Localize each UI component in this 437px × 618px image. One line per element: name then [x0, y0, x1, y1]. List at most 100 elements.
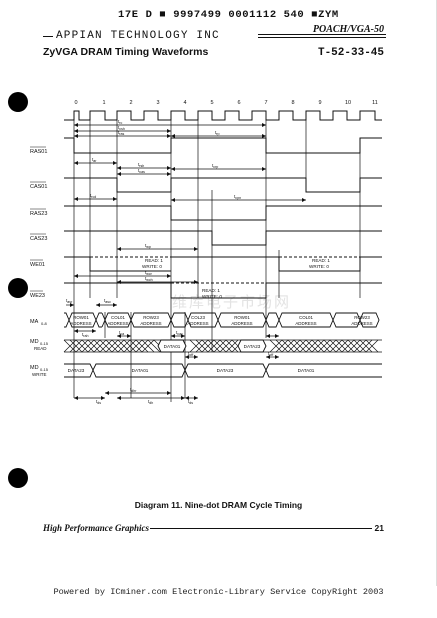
signal-md-write-sub: 0-15 [40, 367, 49, 372]
ma-row01: ROW01 [73, 315, 89, 320]
md-read-bus [64, 339, 382, 353]
signal-we01: WE01 [30, 262, 45, 268]
clock-tick-1: 1 [102, 100, 105, 106]
footer-rule [150, 528, 372, 529]
signal-ma-sub: 0-8 [41, 321, 48, 326]
label-trc: trc [118, 119, 122, 125]
we23-note-read: READ: 1 [202, 288, 220, 293]
label-tdh: tdh [148, 399, 153, 405]
company-name: APPIAN TECHNOLOGY INC [56, 30, 220, 42]
series-label: POACH/VGA-50 [312, 24, 384, 35]
page-number: 21 [374, 523, 384, 533]
ma-values: ROW01 ADDRESS COL01 ADDRESS ROW23 ADDRES… [70, 315, 372, 326]
signal-ras23: RAS23 [30, 211, 47, 217]
label-trp: trp [215, 130, 219, 136]
cas23-waveform [64, 230, 382, 246]
label-tar: tar [92, 157, 97, 163]
ma-address-5: ADDRESS [231, 321, 252, 326]
label-tasr: tasr [66, 298, 73, 304]
reference-lines [73, 120, 361, 402]
section-title: ZyVGA DRAM Timing Waveforms [43, 46, 209, 58]
label-tds: tds [96, 399, 101, 405]
we01-note-write-2: WRITE: 0 [309, 264, 329, 269]
binder-hole-middle [8, 278, 28, 298]
clock-tick-6: 6 [237, 100, 240, 106]
we23-waveform [64, 282, 382, 299]
signal-md-read-tag: READ [34, 346, 47, 351]
ma-address-3: ADDRESS [140, 321, 161, 326]
arrow-heads [70, 123, 306, 400]
clock-tick-0: 0 [74, 100, 77, 106]
document-code: T-52-33-45 [317, 47, 384, 59]
label-twcr: twcr [145, 270, 153, 276]
binder-hole-top [8, 92, 28, 112]
clock-tick-2: 2 [129, 100, 132, 106]
ma-row23: ROW23 [143, 315, 159, 320]
md-write-data01-2: DATA01 [298, 368, 315, 373]
ma-bus [64, 312, 380, 328]
document-page: 17E D ■ 9997499 0001112 540 ■ZYM APPIAN … [8, 0, 437, 586]
clock-tick-10: 10 [345, 100, 351, 106]
clock-tick-4: 4 [183, 100, 186, 106]
label-tcpn: tcpn [234, 194, 241, 200]
we-notes: READ: 1 WRITE: 0 READ: 1 WRITE: 0 READ: … [142, 258, 330, 299]
ma-address-4: ADDRESS [187, 321, 208, 326]
footer-title: High Performance Graphics [43, 523, 150, 533]
signal-ras01: RAS01 [30, 149, 47, 155]
header-rule-right-2 [258, 37, 386, 38]
clock-tick-8: 8 [291, 100, 294, 106]
ma-address-1: ADDRESS [70, 321, 91, 326]
timing-arrows [66, 124, 306, 399]
ras01-waveform [64, 137, 382, 154]
ma-address-2: ADDRESS [107, 321, 128, 326]
powered-by-footer: Powered by ICminer.com Electronic-Librar… [53, 587, 384, 597]
clock-tick-11: 11 [372, 100, 378, 106]
signal-md-write-tag: WRITE [32, 372, 47, 377]
clock-tick-7: 7 [264, 100, 267, 106]
md-write-data23-2: DATA23 [217, 368, 234, 373]
ma-col01: COL01 [111, 315, 125, 320]
we01-note-read-2: READ: 1 [312, 258, 330, 263]
md-read-data23: DATA23 [244, 344, 261, 349]
clock-tick-3: 3 [156, 100, 159, 106]
diagram-caption: Diagram 11. Nine-dot DRAM Cycle Timing [134, 500, 303, 510]
ma-col01-2: COL01 [299, 315, 313, 320]
label-tds2: tds [188, 399, 193, 405]
md-write-data01: DATA01 [132, 368, 149, 373]
clock-tick-5: 5 [210, 100, 213, 106]
label-tcsh: tcsh [118, 125, 125, 131]
binder-hole-bottom [8, 468, 28, 488]
ma-col23: COL23 [191, 315, 205, 320]
label-twp: twp [145, 243, 151, 249]
signal-cas23: CAS23 [30, 236, 47, 242]
clock-tick-9: 9 [318, 100, 321, 106]
ma-address-7: ADDRESS [351, 321, 372, 326]
scan-header: 17E D ■ 9997499 0001112 540 ■ZYM [118, 9, 339, 21]
label-trsh: trsh [138, 162, 144, 168]
timing-diagram: 0 1 2 3 4 5 6 7 8 9 10 11 RAS01 CAS01 RA… [30, 100, 382, 405]
label-tca: tca [119, 330, 124, 336]
md-values: DATA01 DATA23 DATA23 DATA01 DATA23 DATA0… [68, 344, 315, 373]
md-read-data01: DATA01 [164, 344, 181, 349]
signal-md-read-sub: 0-15 [40, 341, 49, 346]
md-read-data-boxes [157, 339, 267, 353]
we23-note-write: WRITE: 0 [202, 294, 222, 299]
signal-md-read: MD [30, 339, 39, 345]
header-rule-left [43, 36, 53, 37]
label-tasc: tasc [104, 298, 111, 304]
md-read-hatch [63, 339, 379, 353]
timing-labels: trc tcsh tras trp tar trsh tcas tcrp trc… [66, 119, 273, 405]
label-tras: tras [118, 130, 124, 136]
label-tdhr: tdhr [130, 387, 137, 393]
signal-cas01: CAS01 [30, 184, 47, 190]
signal-ma: MA [30, 319, 39, 325]
clock-waveform [64, 110, 382, 121]
signal-we23: WE23 [30, 293, 45, 299]
cas01-waveform [64, 177, 382, 193]
ma-row01-2: ROW01 [234, 315, 250, 320]
signal-labels: RAS01 CAS01 RAS23 CAS23 WE01 WE23 MA 0-8… [30, 146, 49, 377]
md-write-data23: DATA23 [68, 368, 85, 373]
ma-row23-2: ROW23 [354, 315, 370, 320]
label-tcrp: tcrp [212, 163, 218, 169]
we01-waveform [64, 256, 382, 272]
